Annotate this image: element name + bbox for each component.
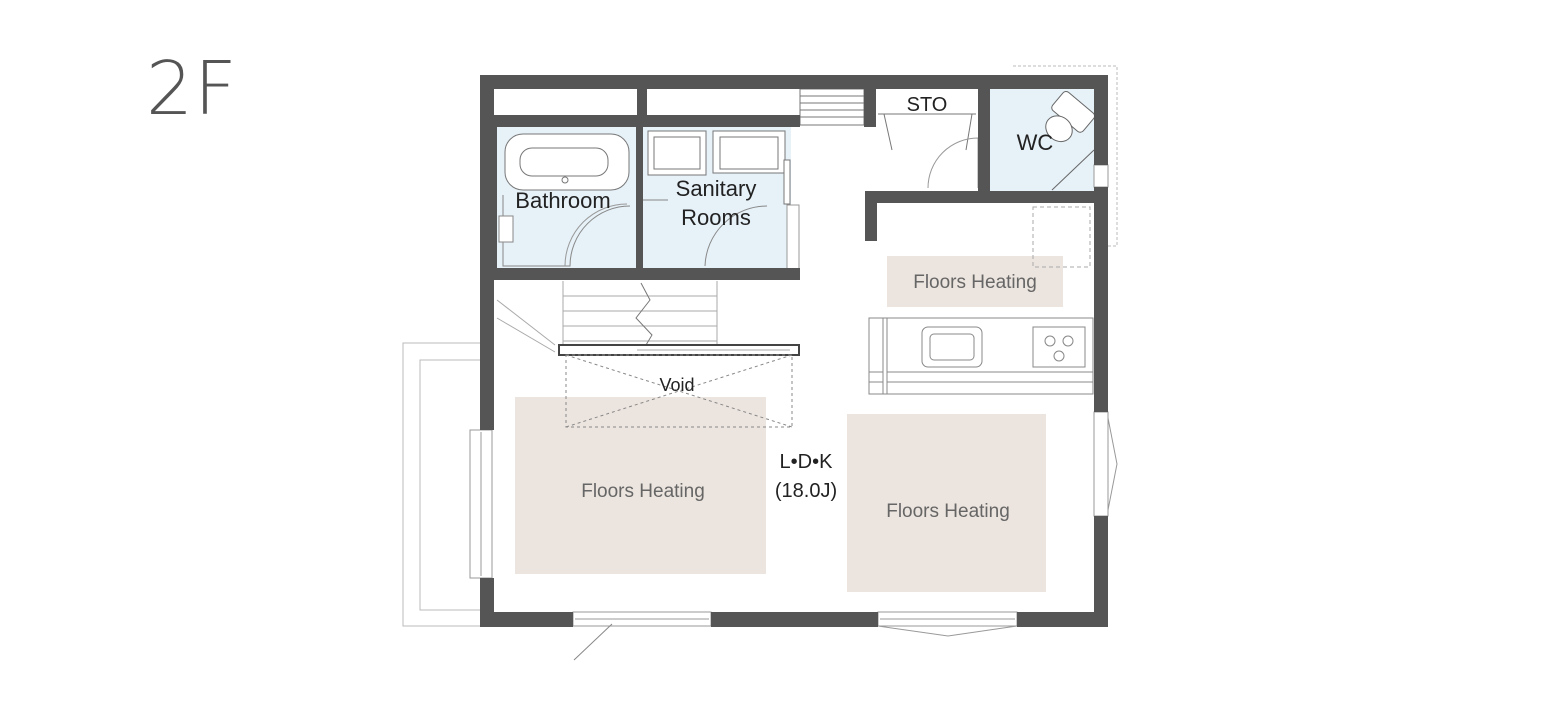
- heating-zone-dining: [515, 397, 766, 574]
- wc-label: WC: [1017, 130, 1054, 155]
- bathroom-label: Bathroom: [515, 188, 610, 213]
- stairs: [496, 281, 718, 356]
- void-label: Void: [659, 375, 694, 395]
- ldk-label: L•D•K: [780, 451, 834, 473]
- sanitary-label-line1: Sanitary: [676, 176, 757, 201]
- heating-label-dining: Floors Heating: [581, 481, 705, 502]
- heating-zone-kitchen: [887, 256, 1063, 307]
- heating-zone-living: [847, 414, 1046, 592]
- storage-shelf: [799, 88, 976, 151]
- floor-label: 2F: [146, 46, 238, 132]
- windows: [469, 164, 1109, 627]
- kitchen-counter: [868, 317, 1094, 395]
- toilet: [1045, 90, 1096, 143]
- vanity-and-washer: [647, 130, 791, 205]
- bathtub: [504, 133, 630, 191]
- heating-label-kitchen: Floors Heating: [913, 272, 1037, 293]
- storage-label: STO: [907, 94, 948, 116]
- ldk-size-label: (18.0J): [775, 480, 837, 502]
- walls: [480, 75, 1108, 627]
- heating-label-living: Floors Heating: [886, 501, 1010, 522]
- sanitary-label-line2: Rooms: [681, 205, 751, 230]
- fridge-space: [1032, 206, 1091, 268]
- void-outline: [565, 354, 793, 428]
- terrace-door-swing: [573, 623, 613, 661]
